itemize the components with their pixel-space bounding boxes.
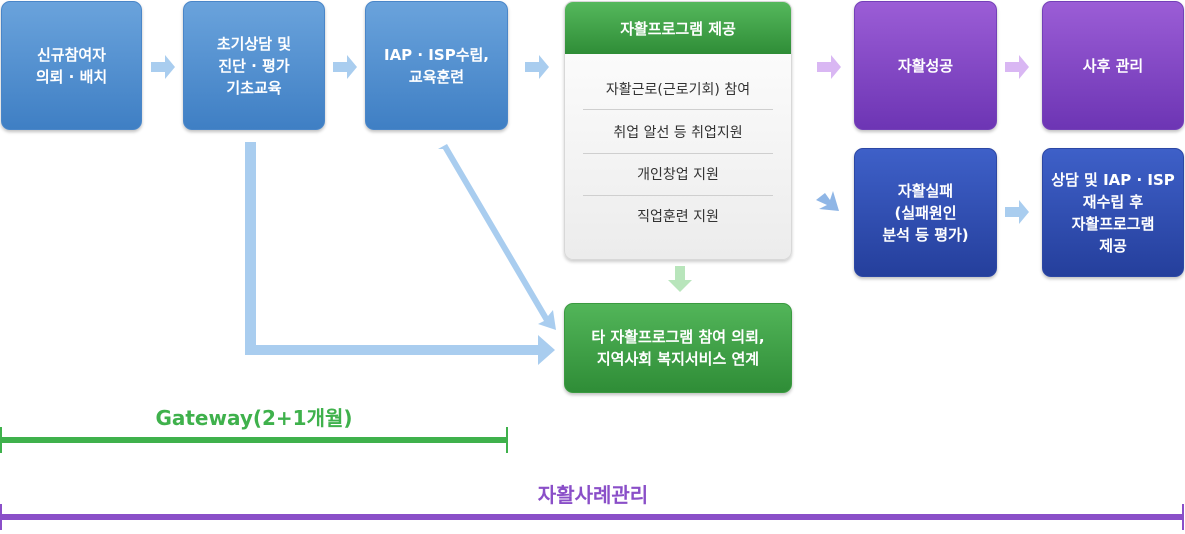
case-mgmt-line xyxy=(1,514,1183,520)
program-item: 개인창업 지원 xyxy=(637,167,719,183)
case-mgmt-tick-left xyxy=(0,504,2,530)
gateway-tick-left xyxy=(0,427,2,453)
step-iap-isp: IAP · ISP수립, 교육훈련 xyxy=(365,1,508,130)
arrow-program-to-success xyxy=(817,55,841,79)
program-divider xyxy=(583,195,773,196)
arrow-step3-to-program xyxy=(525,55,549,79)
arrow-step1-to-step2 xyxy=(151,55,175,79)
arrow-step2-to-step3 xyxy=(333,55,357,79)
program-panel: 자활프로그램 제공 자활근로(근로기회) 참여 취업 알선 등 취업지원 개인창… xyxy=(564,1,792,260)
outcome-failure: 자활실패 (실패원인 분석 등 평가) xyxy=(854,148,997,277)
gateway-label: Gateway(2+1개월) xyxy=(155,406,353,430)
case-mgmt-tick-right xyxy=(1182,504,1184,530)
arrow-failure-to-retry xyxy=(1005,200,1029,224)
arrow-program-to-failure xyxy=(816,191,839,211)
program-item: 자활근로(근로기회) 참여 xyxy=(605,82,751,98)
gateway-line xyxy=(1,437,508,443)
arrow-program-to-other xyxy=(668,266,692,292)
step-initial-counseling: 초기상담 및 진단 · 평가 기초교육 xyxy=(183,1,325,130)
outcome-retry: 상담 및 IAP · ISP 재수립 후 자활프로그램 제공 xyxy=(1042,148,1184,277)
line-step3-to-other xyxy=(438,144,556,330)
program-divider xyxy=(583,109,773,110)
outcome-aftercare: 사후 관리 xyxy=(1042,1,1184,130)
other-program-referral: 타 자활프로그램 참여 의뢰, 지역사회 복지서비스 연계 xyxy=(564,303,792,393)
program-item: 직업훈련 지원 xyxy=(637,209,719,225)
gateway-tick-right xyxy=(506,427,508,453)
program-divider xyxy=(583,153,773,154)
program-item: 취업 알선 등 취업지원 xyxy=(613,125,743,141)
program-title: 자활프로그램 제공 xyxy=(565,2,791,54)
case-management-label: 자활사례관리 xyxy=(537,483,649,507)
arrow-success-to-aftercare xyxy=(1005,55,1029,79)
outcome-success: 자활성공 xyxy=(854,1,997,130)
step-new-participant: 신규참여자 의뢰 · 배치 xyxy=(1,1,142,130)
